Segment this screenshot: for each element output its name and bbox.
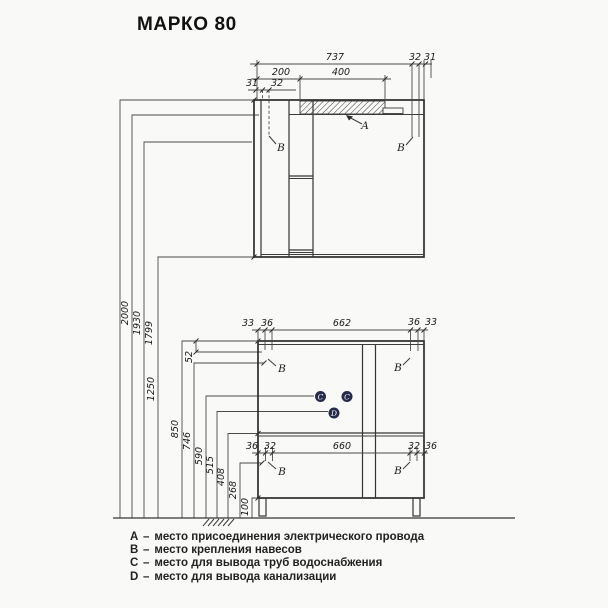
dim-408: 408 <box>216 468 227 486</box>
legend-item-b: В–место крепления навесов <box>130 544 424 557</box>
legend-dash: – <box>143 544 150 557</box>
label-b-drawer-right: B <box>393 465 402 477</box>
mirror-cabinet: A B B <box>253 99 425 258</box>
legend-text-c: место для вывода труб водоснабжения <box>154 557 383 570</box>
label-b-mirror-left: B <box>276 142 285 154</box>
legend-item-c: С–место для вывода труб водоснабжения <box>130 557 424 570</box>
dim-737: 737 <box>326 52 344 63</box>
label-c1: C <box>318 392 324 401</box>
dim-200: 200 <box>272 67 290 78</box>
legend-text-b: место крепления навесов <box>154 544 302 557</box>
dim-590: 590 <box>194 447 205 465</box>
dim-dr-36r: 36 <box>425 441 437 452</box>
floor-line <box>113 517 515 527</box>
dim-left-32: 32 <box>271 78 283 89</box>
dim-52: 52 <box>184 351 195 363</box>
height-dimension-fan: 2000 1930 1799 1250 850 52 746 590 515 4… <box>119 97 328 518</box>
mirror-top-dimensions: 737 200 400 31 32 32 31 <box>246 52 436 137</box>
dim-dr-660: 660 <box>333 441 351 452</box>
legend-item-d: D–место для вывода канализации <box>130 571 424 584</box>
legend-dash: – <box>143 531 150 543</box>
lamp-slot <box>382 107 404 114</box>
drain-hole-d <box>328 407 340 419</box>
legend-letter-c: С <box>130 557 139 570</box>
dim-vt-36l: 36 <box>261 318 273 329</box>
dim-515: 515 <box>205 456 216 474</box>
dim-1799: 1799 <box>144 321 155 345</box>
dim-dr-32r: 32 <box>408 441 420 452</box>
dim-1250: 1250 <box>146 377 157 401</box>
dim-vt-33r: 33 <box>425 317 437 328</box>
electrical-zone-hatch <box>299 100 386 115</box>
dim-vt-36r: 36 <box>408 317 420 328</box>
legend-text-a: место присоединения электрического прово… <box>154 531 425 543</box>
label-b-vanity-left: B <box>277 363 286 375</box>
dim-right-32: 32 <box>409 52 421 63</box>
label-b-vanity-right: B <box>393 362 402 374</box>
dim-100: 100 <box>240 498 251 516</box>
dim-right-31: 31 <box>424 52 436 63</box>
label-b-mirror-right: B <box>396 142 405 154</box>
vanity-cabinet: C C D B B B B <box>257 340 425 517</box>
label-d: D <box>330 409 337 418</box>
dim-268: 268 <box>228 481 239 499</box>
leader-arrow <box>346 115 353 121</box>
dim-dr-36l: 36 <box>246 441 258 452</box>
drawer-dimensions: 36 32 660 32 36 <box>246 441 437 461</box>
legend-letter-b: В <box>130 544 139 557</box>
water-hole-c1 <box>315 391 326 402</box>
dim-2000: 2000 <box>120 301 131 325</box>
page-title: МАРКО 80 <box>137 14 237 35</box>
legend-text-d: место для вывода канализации <box>154 570 337 583</box>
dim-850: 850 <box>170 420 181 438</box>
dim-1930: 1930 <box>132 311 143 335</box>
dim-vt-33l: 33 <box>242 318 254 329</box>
label-c2: C <box>344 392 350 401</box>
dim-400: 400 <box>332 67 350 78</box>
water-hole-c2 <box>341 391 353 402</box>
dim-left-31: 31 <box>246 78 258 89</box>
legend-dash: – <box>143 557 150 570</box>
legend-dash: – <box>143 570 150 583</box>
dim-vt-662: 662 <box>333 318 351 329</box>
label-b-drawer-left: B <box>277 466 286 478</box>
label-a: A <box>360 120 369 132</box>
dim-dr-32l: 32 <box>264 441 276 452</box>
legend: А–место присоединения электрического про… <box>130 531 424 584</box>
legend-letter-a: А <box>130 531 139 543</box>
legend-letter-d: D <box>130 570 139 583</box>
dim-746: 746 <box>182 432 193 450</box>
legend-item-a: А–место присоединения электрического про… <box>130 531 424 544</box>
vanity-top-dimensions: 33 36 662 36 33 <box>242 317 437 351</box>
